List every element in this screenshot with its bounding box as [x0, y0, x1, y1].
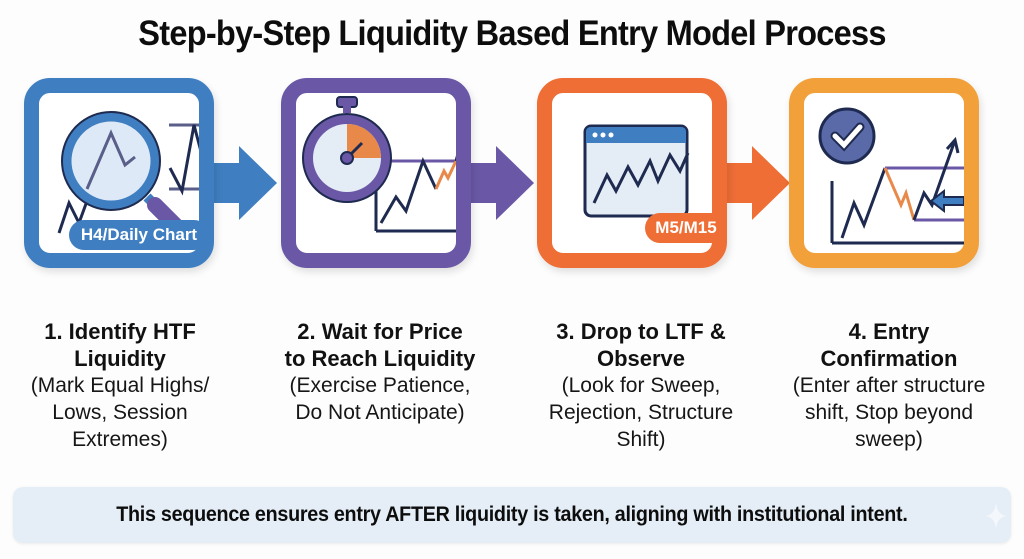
- step-1-card: H4/Daily Chart: [24, 78, 214, 268]
- magnifier-chart-icon: [57, 111, 199, 241]
- timeframe-badge: M5/M15: [645, 213, 727, 243]
- arrow-right-icon: [718, 146, 790, 220]
- step-2-text: 2. Wait for Price to Reach Liquidity (Ex…: [260, 318, 500, 426]
- step-description: Rejection, Structure: [548, 401, 734, 424]
- page-title: Step-by-Step Liquidity Based Entry Model…: [138, 14, 886, 53]
- step-heading: 2. Wait for Price: [297, 319, 463, 344]
- sparkle-icon: [985, 503, 1007, 529]
- summary-banner: This sequence ensures entry AFTER liquid…: [13, 487, 1011, 543]
- step-heading: 4. Entry: [848, 319, 930, 344]
- step-heading: Observe: [596, 346, 686, 371]
- step-description: (Enter after structure: [792, 374, 986, 397]
- step-description: Shift): [616, 428, 666, 451]
- step-4-text: 4. Entry Confirmation (Enter after struc…: [769, 318, 1009, 453]
- stopwatch-chart-icon: [302, 96, 456, 233]
- step-heading: Confirmation: [820, 346, 958, 371]
- summary-text: This sequence ensures entry AFTER liquid…: [116, 503, 908, 526]
- step-description: sweep): [855, 428, 923, 451]
- arrow-right-icon: [462, 146, 534, 220]
- step-description: (Mark Equal Highs/: [30, 374, 210, 397]
- step-heading: to Reach Liquidity: [284, 346, 476, 371]
- step-3-card: M5/M15: [537, 78, 727, 268]
- step-heading: 3. Drop to LTF &: [556, 319, 726, 344]
- step-2-card: [281, 78, 471, 268]
- step-1-text: 1. Identify HTF Liquidity (Mark Equal Hi…: [0, 318, 240, 453]
- arrow-right-icon: [205, 146, 277, 220]
- window-chart-icon: [583, 124, 690, 218]
- step-description: (Look for Sweep,: [561, 374, 721, 397]
- step-heading: 1. Identify HTF: [44, 319, 196, 344]
- timeframe-badge: H4/Daily Chart: [69, 220, 209, 250]
- step-description: Lows, Session: [52, 401, 188, 424]
- step-3-text: 3. Drop to LTF & Observe (Look for Sweep…: [521, 318, 761, 453]
- checkmark-chart-icon: [818, 107, 964, 245]
- step-description: shift, Stop beyond: [804, 401, 974, 424]
- step-heading: Liquidity: [74, 346, 166, 371]
- step-description: (Exercise Patience,: [289, 374, 471, 397]
- step-description: Extremes): [72, 428, 168, 451]
- step-description: Do Not Anticipate): [295, 401, 465, 424]
- step-4-card: [789, 78, 979, 268]
